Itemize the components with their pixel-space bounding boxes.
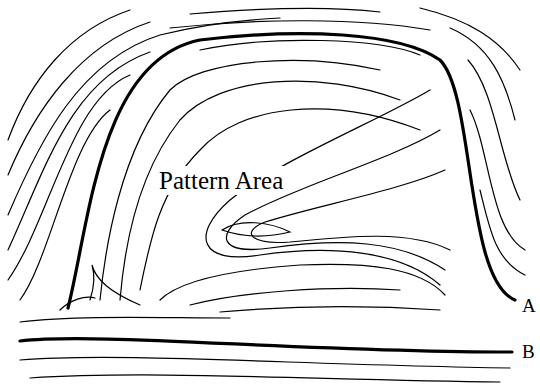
delimiting-lines: [20, 34, 515, 352]
lower-ridges: [20, 357, 510, 382]
inner-ridges: [20, 60, 450, 322]
line-b: [20, 339, 512, 352]
outer-ridges: [8, 8, 525, 300]
area-label: Pattern Area: [156, 166, 286, 195]
line-label: A: [522, 296, 536, 315]
line-a: [68, 34, 515, 308]
line-label: B: [522, 342, 535, 361]
